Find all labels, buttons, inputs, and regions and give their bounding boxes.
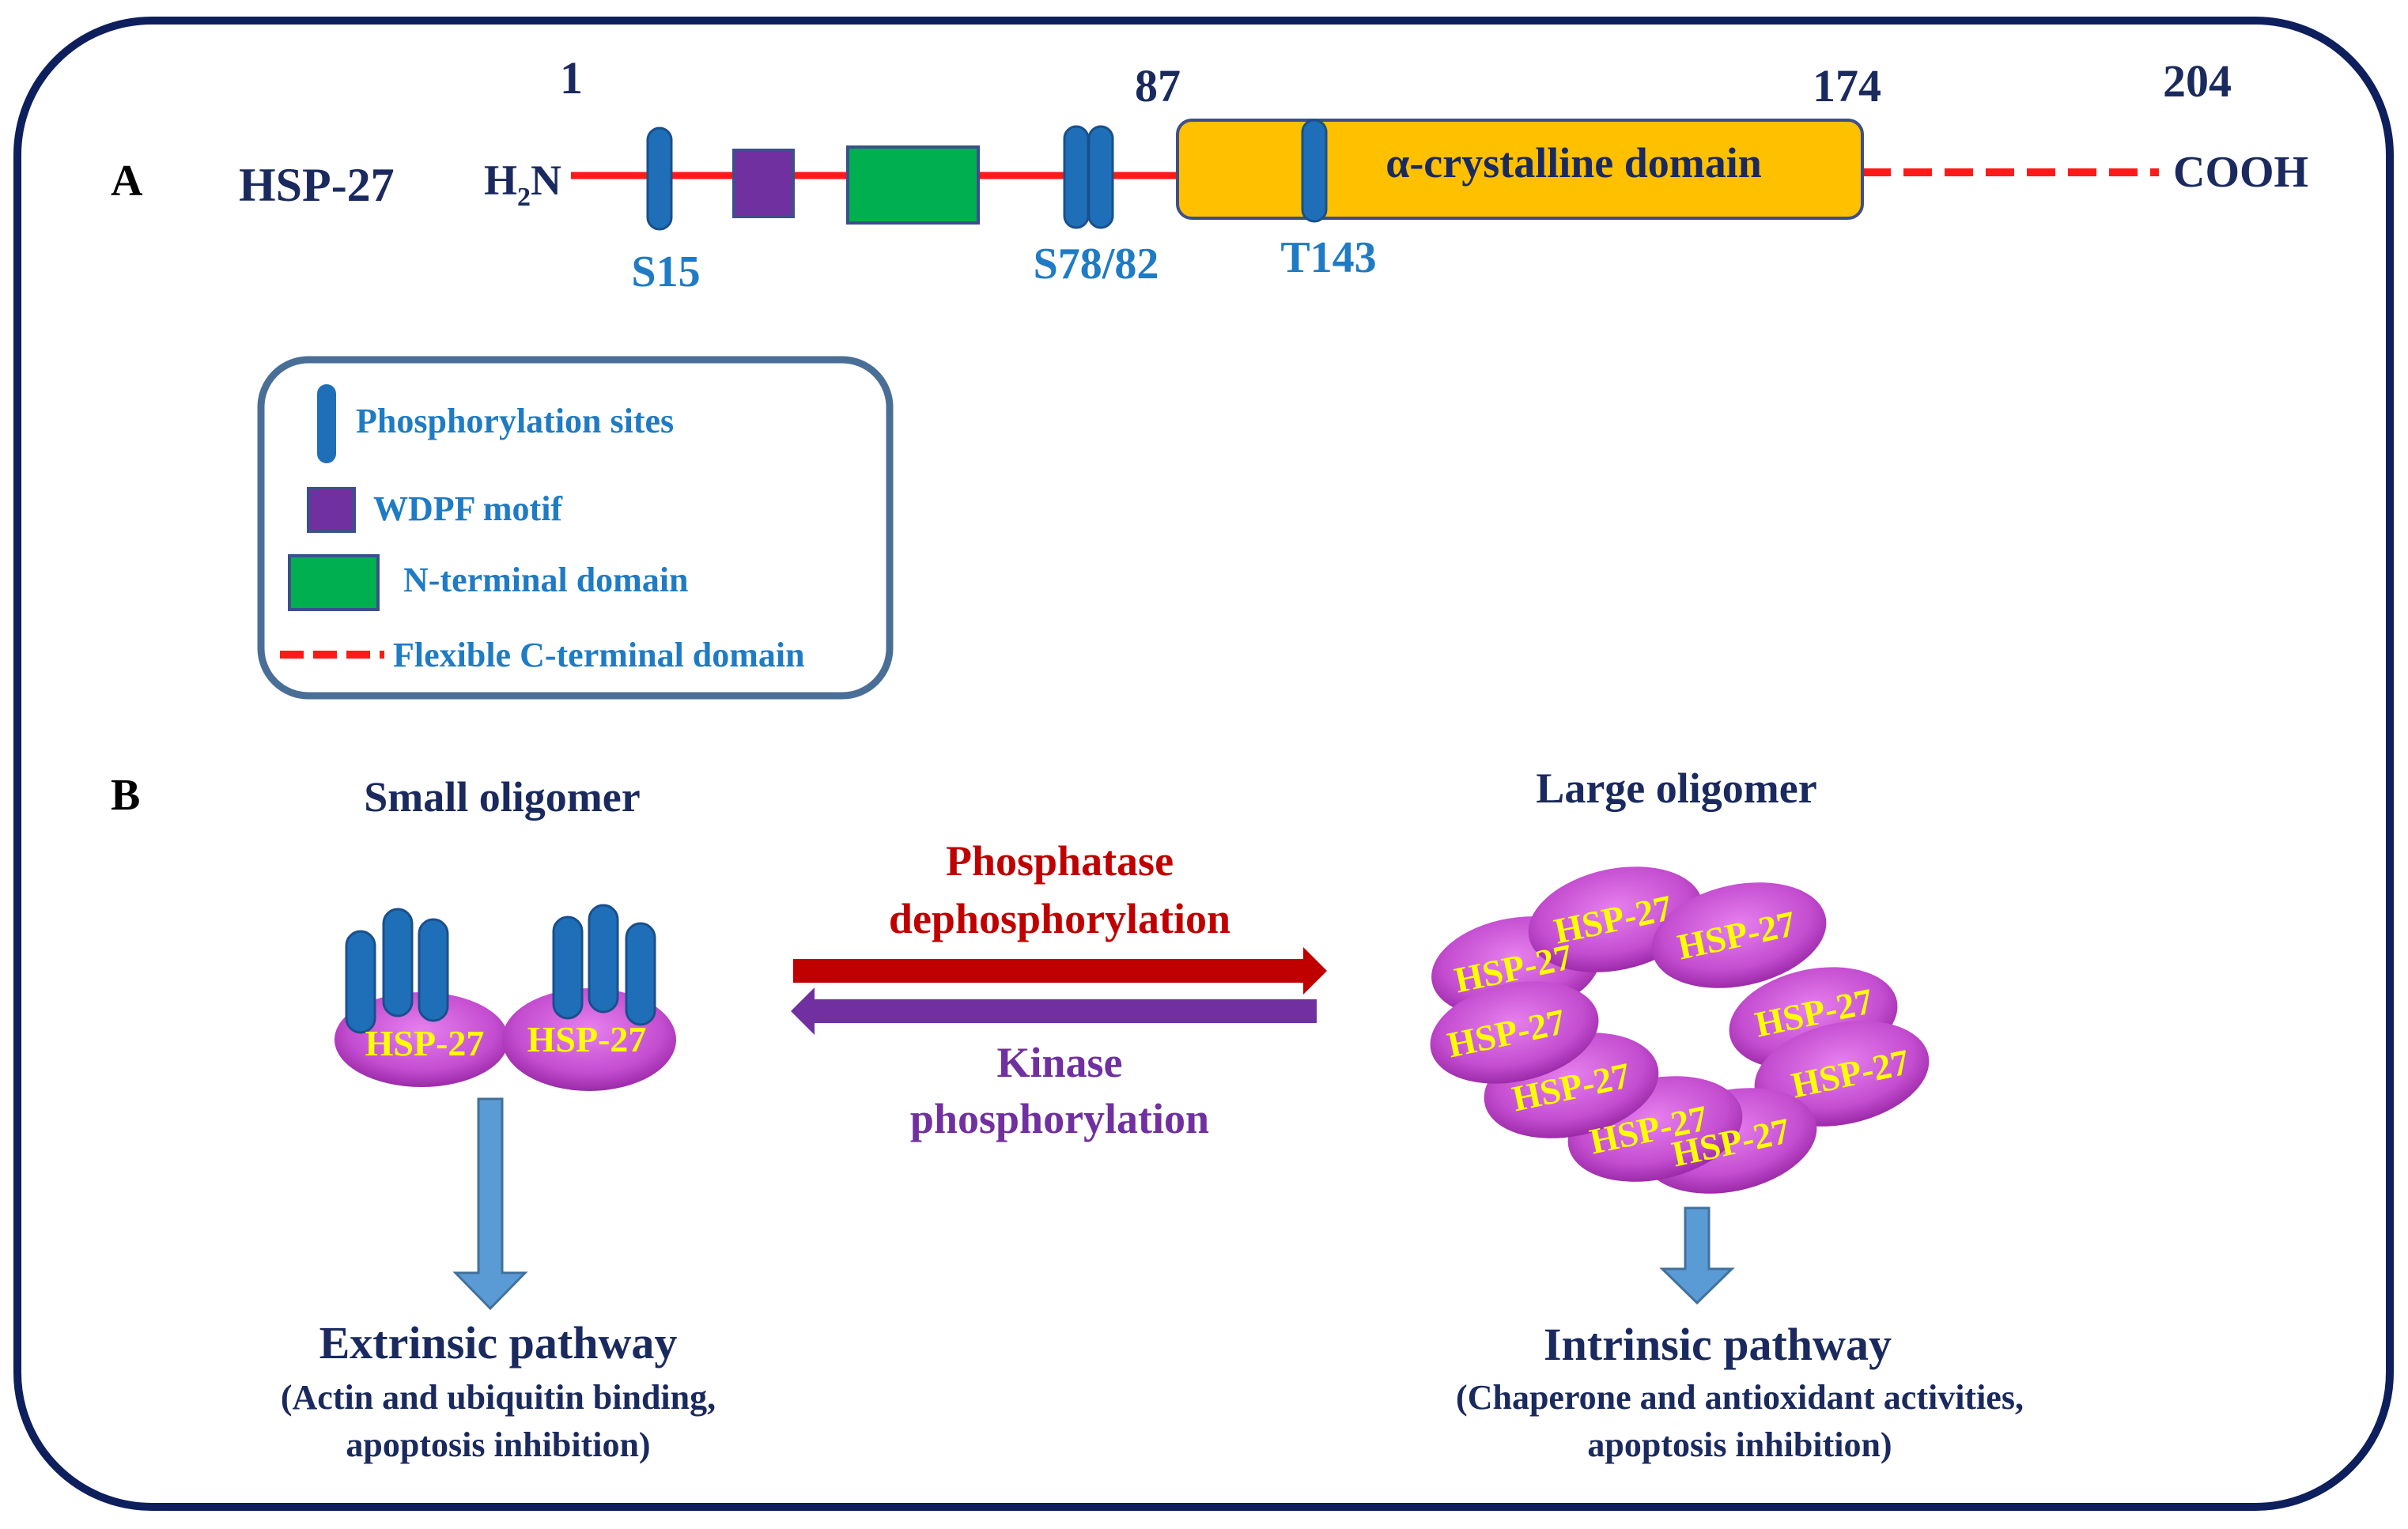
alpha-crystalline-domain: [1176, 119, 1864, 220]
small-oligomer-phospho-5: [588, 904, 619, 1014]
position-204: 204: [2163, 55, 2232, 107]
figure-frame: [13, 17, 2394, 1511]
small-oligomer-phospho-1: [345, 930, 376, 1034]
legend-cterm-label: Flexible C-terminal domain: [393, 636, 805, 674]
extrinsic-pathway-line1: (Actin and ubiquitin binding,: [281, 1378, 716, 1417]
small-oligomer-title: Small oligomer: [364, 773, 640, 821]
c-terminus-label: COOH: [2173, 148, 2308, 197]
alpha-crystalline-label: α-crystalline domain: [1385, 139, 1762, 187]
forward-reaction-line1: Phosphatase: [946, 837, 1174, 885]
legend-box: Phosphorylation sites WDPF motif N-termi…: [257, 356, 894, 700]
phospho-site-s78: [1063, 125, 1090, 229]
position-174: 174: [1813, 60, 1881, 111]
site-label-s78-82: S78/82: [1034, 240, 1159, 289]
intrinsic-pathway-line1: (Chaperone and antioxidant activities,: [1456, 1378, 2024, 1417]
large-oligomer-monomer: [1651, 882, 1827, 988]
reverse-arrow: [791, 987, 1317, 1035]
small-oligomer-phospho-6: [625, 922, 656, 1026]
extrinsic-pathway-line2: apoptosis inhibition): [346, 1425, 650, 1464]
legend-phospho-icon: [317, 384, 336, 463]
forward-arrow: [793, 947, 1327, 995]
legend-wdpf-label: WDPF motif: [373, 489, 563, 528]
site-label-s15: S15: [631, 247, 700, 296]
n-terminus-label: H2N: [484, 157, 561, 212]
legend-phospho-label: Phosphorylation sites: [356, 402, 674, 440]
intrinsic-down-arrow: [1659, 1206, 1735, 1305]
extrinsic-down-arrow: [452, 1097, 528, 1311]
panel-b-label: B: [111, 771, 140, 820]
small-oligomer-phospho-2: [382, 908, 414, 1017]
intrinsic-pathway-line2: apoptosis inhibition): [1587, 1425, 1892, 1464]
large-oligomer-monomer: [1430, 981, 1599, 1084]
protein-name: HSP-27: [239, 159, 395, 211]
position-1: 1: [560, 52, 583, 104]
small-oligomer: HSP-27 HSP-27: [335, 904, 676, 1091]
forward-reaction-line2: dephosphorylation: [889, 895, 1230, 942]
small-oligomer-phospho-4: [552, 916, 584, 1020]
wdpf-motif-box: [732, 149, 795, 218]
small-oligomer-label-left: HSP-27: [365, 1023, 485, 1063]
large-oligomer: HSP-27 HSP-27 HSP-27 HSP-27 HSP-27 HSP-2…: [1430, 866, 1930, 1194]
intrinsic-pathway-title: Intrinsic pathway: [1544, 1319, 1892, 1370]
phospho-site-s82: [1087, 125, 1114, 229]
reverse-reaction-line1: Kinase: [996, 1039, 1122, 1086]
reverse-reaction-line2: phosphorylation: [910, 1095, 1209, 1142]
phospho-site-t143: [1301, 119, 1328, 223]
large-oligomer-title: Large oligomer: [1536, 764, 1816, 812]
position-87: 87: [1135, 60, 1181, 111]
legend-wdpf-icon: [307, 487, 356, 533]
small-oligomer-label-right: HSP-27: [527, 1019, 647, 1059]
extrinsic-pathway-title: Extrinsic pathway: [319, 1317, 678, 1369]
legend-nterm-icon: [288, 554, 380, 611]
legend-nterm-label: N-terminal domain: [403, 561, 689, 599]
small-oligomer-monomer-left: [335, 992, 508, 1087]
n-terminal-domain-box: [846, 145, 980, 225]
site-label-t143: T143: [1280, 233, 1376, 282]
small-oligomer-phospho-3: [418, 918, 449, 1022]
panel-a-label: A: [111, 157, 143, 206]
phospho-site-s15: [646, 126, 673, 231]
